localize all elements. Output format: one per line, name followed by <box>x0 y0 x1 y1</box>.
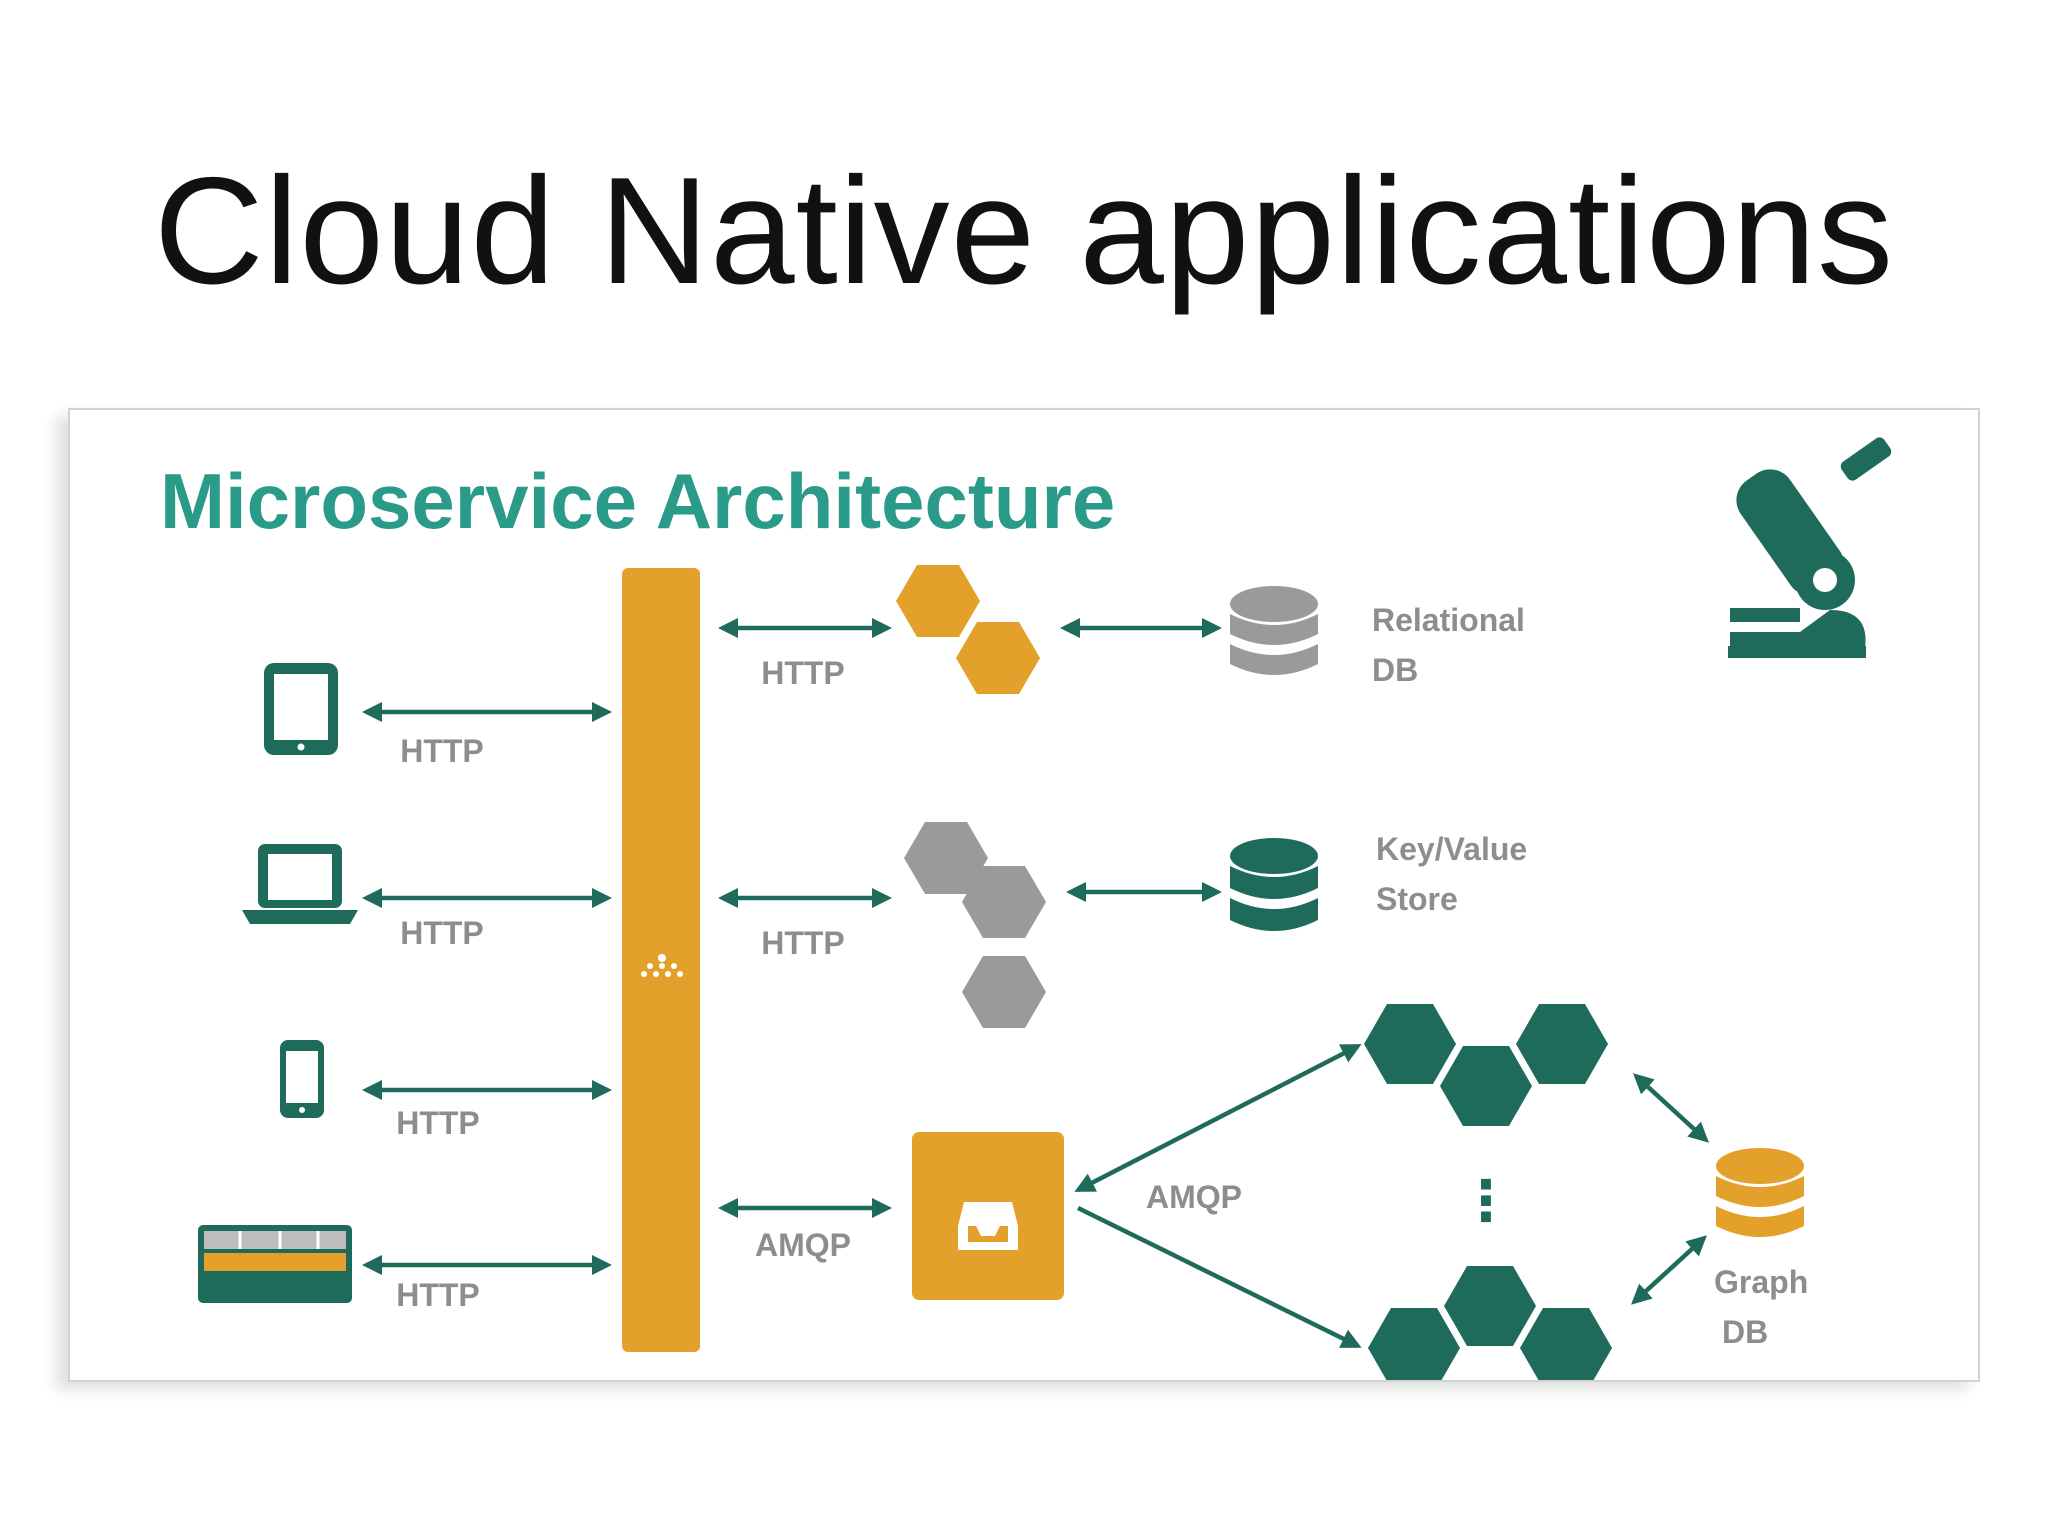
service-gray-hexagons <box>904 822 1046 1028</box>
client-protocol-label: HTTP <box>396 1277 480 1313</box>
relational-db-icon <box>1230 586 1318 675</box>
graph-db-label: DB <box>1722 1314 1768 1350</box>
microscope-icon <box>1728 437 1892 658</box>
hierarchy-icon <box>641 954 683 977</box>
diagram-title: Microservice Architecture <box>160 457 1115 545</box>
microservice-diagram: Microservice Architecture <box>68 408 1980 1382</box>
keyvalue-store-label: Key/Value <box>1376 831 1527 867</box>
tablet-icon <box>264 663 338 755</box>
relational-db-label: Relational <box>1372 602 1525 638</box>
consumer-hexagons-bottom <box>1368 1266 1612 1380</box>
laptop-icon <box>242 844 358 924</box>
api-gateway-bar <box>622 568 700 1352</box>
amqp-label: AMQP <box>1146 1179 1242 1215</box>
graph-db-arrows <box>1631 1073 1709 1305</box>
ellipsis-dots: ⋮ <box>1458 1169 1514 1234</box>
message-queue <box>912 1132 1064 1300</box>
relational-db-label: DB <box>1372 652 1418 688</box>
consumer-hexagons-top <box>1364 1004 1608 1126</box>
web-app-icon <box>198 1225 352 1303</box>
phone-icon <box>280 1040 324 1118</box>
client-protocol-label: HTTP <box>400 733 484 769</box>
inbox-icon <box>958 1202 1018 1250</box>
client-protocol-label: HTTP <box>400 915 484 951</box>
amqp-arrows <box>1074 1043 1362 1349</box>
slide-title: Cloud Native applications <box>153 146 1895 316</box>
service-protocol-label: HTTP <box>761 925 845 961</box>
keyvalue-store-icon <box>1230 838 1318 931</box>
keyvalue-store-label: Store <box>1376 881 1458 917</box>
service-arrows <box>717 617 893 1219</box>
graph-db-icon <box>1716 1148 1804 1237</box>
service-orange-hexagons <box>896 565 1040 694</box>
db-arrows <box>1059 617 1223 903</box>
service-protocol-label: AMQP <box>755 1227 851 1263</box>
graph-db-label: Graph <box>1714 1264 1808 1300</box>
client-arrows <box>361 701 613 1276</box>
client-protocol-label: HTTP <box>396 1105 480 1141</box>
service-protocol-label: HTTP <box>761 655 845 691</box>
